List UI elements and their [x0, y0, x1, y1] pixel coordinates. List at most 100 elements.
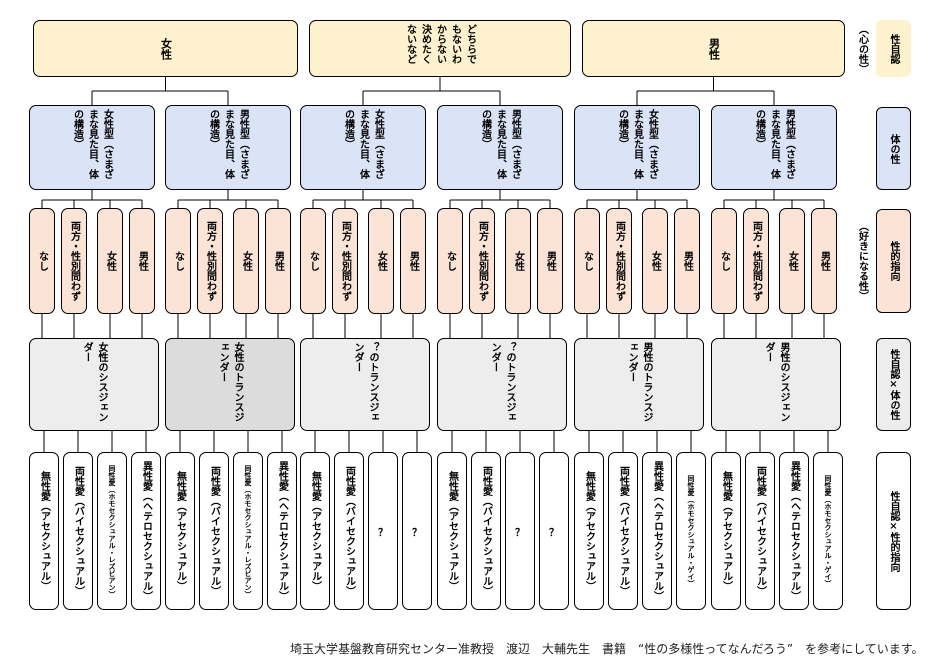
category-note-1-text: （心の性） [856, 23, 868, 74]
identity-box-3-label: 男性 [707, 37, 721, 60]
orientation-result-2-4-label: 異性愛（ヘテロセクシュアル） [276, 461, 288, 601]
combo-box-4: ？のトランスジェンダー [437, 338, 567, 431]
orientation-result-4-4-label: ？ [549, 527, 559, 539]
orientation-result-3-1: 無性愛（アセクシュアル） [300, 452, 330, 610]
identity-box-1: 女性 [33, 20, 298, 77]
orientation-box-3-male-label: 男性 [407, 251, 419, 271]
identity-box-3: 男性 [582, 20, 845, 77]
orientation-box-1-male: 男性 [129, 208, 155, 314]
combo-box-3: ？のトランスジェンダー [300, 338, 430, 431]
orientation-result-4-2-label: 両性愛（バイセクシュアル） [480, 466, 492, 596]
orientation-result-1-2: 両性愛（バイセクシュアル） [63, 452, 93, 610]
orientation-result-2-1: 無性愛（アセクシュアル） [165, 452, 195, 610]
orientation-result-4-4: ？ [539, 452, 569, 610]
orientation-result-5-2: 両性愛（バイセクシュアル） [608, 452, 638, 610]
body-box-5-label: 女性型（さまざまな見た目、体の構造） [616, 109, 658, 179]
combo-box-1: 女性のシスジェンダー [29, 338, 159, 431]
orientation-box-3-both: 両方・性別問わず [332, 208, 358, 314]
orientation-result-2-3: 同性愛（ホモセクシュアル・レズビアン） [233, 452, 263, 610]
category-label-2-text: 体の性 [888, 133, 899, 164]
orientation-box-5-both: 両方・性別問わず [606, 208, 632, 314]
orientation-box-5-none: なし [574, 208, 600, 314]
orientation-result-4-2: 両性愛（バイセクシュアル） [471, 452, 501, 610]
orientation-result-4-3-label: ？ [515, 527, 525, 539]
combo-box-5: 男性のトランスジェンダー [574, 338, 704, 431]
category-label-1-text: 性自認 [888, 33, 899, 64]
orientation-result-5-1-label: 無性愛（アセクシュアル） [583, 471, 595, 591]
orientation-box-5-female-label: 女性 [649, 251, 661, 271]
orientation-box-6-female-label: 女性 [786, 251, 798, 271]
orientation-result-3-2-label: 両性愛（バイセクシュアル） [343, 466, 355, 596]
orientation-box-1-male-label: 男性 [136, 251, 148, 271]
orientation-box-2-none-label: なし [172, 251, 184, 271]
orientation-result-4-3: ？ [505, 452, 535, 610]
orientation-box-3-none-label: なし [307, 251, 319, 271]
body-box-5: 女性型（さまざまな見た目、体の構造） [574, 105, 700, 190]
orientation-box-2-both: 両方・性別問わず [197, 208, 223, 314]
orientation-result-6-1: 無性愛（アセクシュアル） [711, 452, 741, 610]
orientation-box-2-none: なし [165, 208, 191, 314]
orientation-box-6-male-label: 男性 [818, 251, 830, 271]
combo-box-6-label: 男性のシスジェンダー [763, 342, 789, 422]
body-box-2: 男性型（さまざまな見た目、体の構造） [165, 105, 291, 190]
orientation-box-3-both-label: 両方・性別問わず [339, 221, 351, 301]
category-label-4: 性自認×体の性 [876, 338, 911, 431]
orientation-result-5-3: 異性愛（ヘテロセクシュアル） [642, 452, 672, 610]
orientation-box-5-female: 女性 [642, 208, 668, 314]
orientation-result-3-1-label: 無性愛（アセクシュアル） [309, 471, 321, 591]
orientation-box-6-female: 女性 [779, 208, 805, 314]
orientation-result-6-4-label: 同性愛（ホモセクシュアル・ゲイ） [824, 475, 832, 587]
body-box-3-label: 女性型（さまざまな見た目、体の構造） [342, 109, 384, 179]
category-label-2: 体の性 [876, 107, 911, 190]
category-note-3-text: （好きになる性） [856, 221, 868, 301]
orientation-result-5-4: 同性愛（ホモセクシュアル・ゲイ） [676, 452, 706, 610]
orientation-box-2-male: 男性 [265, 208, 291, 314]
orientation-result-1-3: 同性愛（ホモセクシュアル・レズビアン） [97, 452, 127, 610]
orientation-result-2-1-label: 無性愛（アセクシュアル） [174, 471, 186, 591]
orientation-result-3-3: ？ [368, 452, 398, 610]
combo-box-1-label: 女性のシスジェンダー [81, 342, 107, 422]
footer-credit: 埼玉大学基盤教育研究センター准教授 渡辺 大輔先生 書籍 “性の多様性ってなんだ… [290, 642, 924, 656]
body-box-4: 男性型（さまざまな見た目、体の構造） [437, 105, 563, 190]
orientation-box-2-male-label: 男性 [272, 251, 284, 271]
orientation-result-2-2: 両性愛（バイセクシュアル） [199, 452, 229, 610]
combo-box-2: 女性のトランスジェンダー [165, 338, 295, 431]
orientation-result-1-1: 無性愛（アセクシュアル） [29, 452, 59, 610]
orientation-result-6-2-label: 両性愛（バイセクシュアル） [754, 466, 766, 596]
category-note-3: （好きになる性） [852, 209, 872, 313]
orientation-result-1-4-label: 異性愛（ヘテロセクシュアル） [140, 461, 152, 601]
orientation-box-6-male: 男性 [811, 208, 837, 314]
orientation-box-1-none: なし [29, 208, 55, 314]
combo-box-2-label: 女性のトランスジェンダー [217, 342, 243, 422]
orientation-result-2-4: 異性愛（ヘテロセクシュアル） [267, 452, 297, 610]
orientation-box-4-both-label: 両方・性別問わず [476, 221, 488, 301]
orientation-result-6-3-label: 異性愛（ヘテロセクシュアル） [788, 461, 800, 601]
body-box-1: 女性型（さまざまな見た目、体の構造） [29, 105, 155, 190]
orientation-box-2-female-label: 女性 [240, 251, 252, 271]
orientation-box-6-both-label: 両方・性別問わず [750, 221, 762, 301]
identity-box-2: どちらでもないわからない決めたくないなど [309, 20, 571, 77]
orientation-box-2-both-label: 両方・性別問わず [204, 221, 216, 301]
orientation-result-6-1-label: 無性愛（アセクシュアル） [720, 471, 732, 591]
orientation-box-1-both: 両方・性別問わず [61, 208, 87, 314]
orientation-box-5-male-label: 男性 [681, 251, 693, 271]
identity-box-2-label: どちらでもないわからない決めたくないなど [404, 24, 476, 64]
body-box-2-label: 男性型（さまざまな見た目、体の構造） [207, 109, 249, 179]
orientation-result-5-3-label: 異性愛（ヘテロセクシュアル） [651, 461, 663, 601]
orientation-result-5-2-label: 両性愛（バイセクシュアル） [617, 466, 629, 596]
orientation-result-5-1: 無性愛（アセクシュアル） [574, 452, 604, 610]
orientation-result-1-3-label: 同性愛（ホモセクシュアル・レズビアン） [108, 464, 116, 598]
orientation-box-1-both-label: 両方・性別問わず [68, 221, 80, 301]
orientation-result-3-4: ？ [402, 452, 432, 610]
orientation-result-4-1: 無性愛（アセクシュアル） [437, 452, 467, 610]
orientation-box-1-female: 女性 [97, 208, 123, 314]
orientation-result-6-4: 同性愛（ホモセクシュアル・ゲイ） [813, 452, 843, 610]
orientation-box-4-both: 両方・性別問わず [469, 208, 495, 314]
combo-box-4-label: ？のトランスジェンダー [489, 342, 515, 422]
orientation-box-3-male: 男性 [400, 208, 426, 314]
combo-box-5-label: 男性のトランスジェンダー [626, 342, 652, 422]
orientation-result-3-4-label: ？ [412, 527, 422, 539]
orientation-result-3-2: 両性愛（バイセクシュアル） [334, 452, 364, 610]
orientation-result-6-3: 異性愛（ヘテロセクシュアル） [779, 452, 809, 610]
